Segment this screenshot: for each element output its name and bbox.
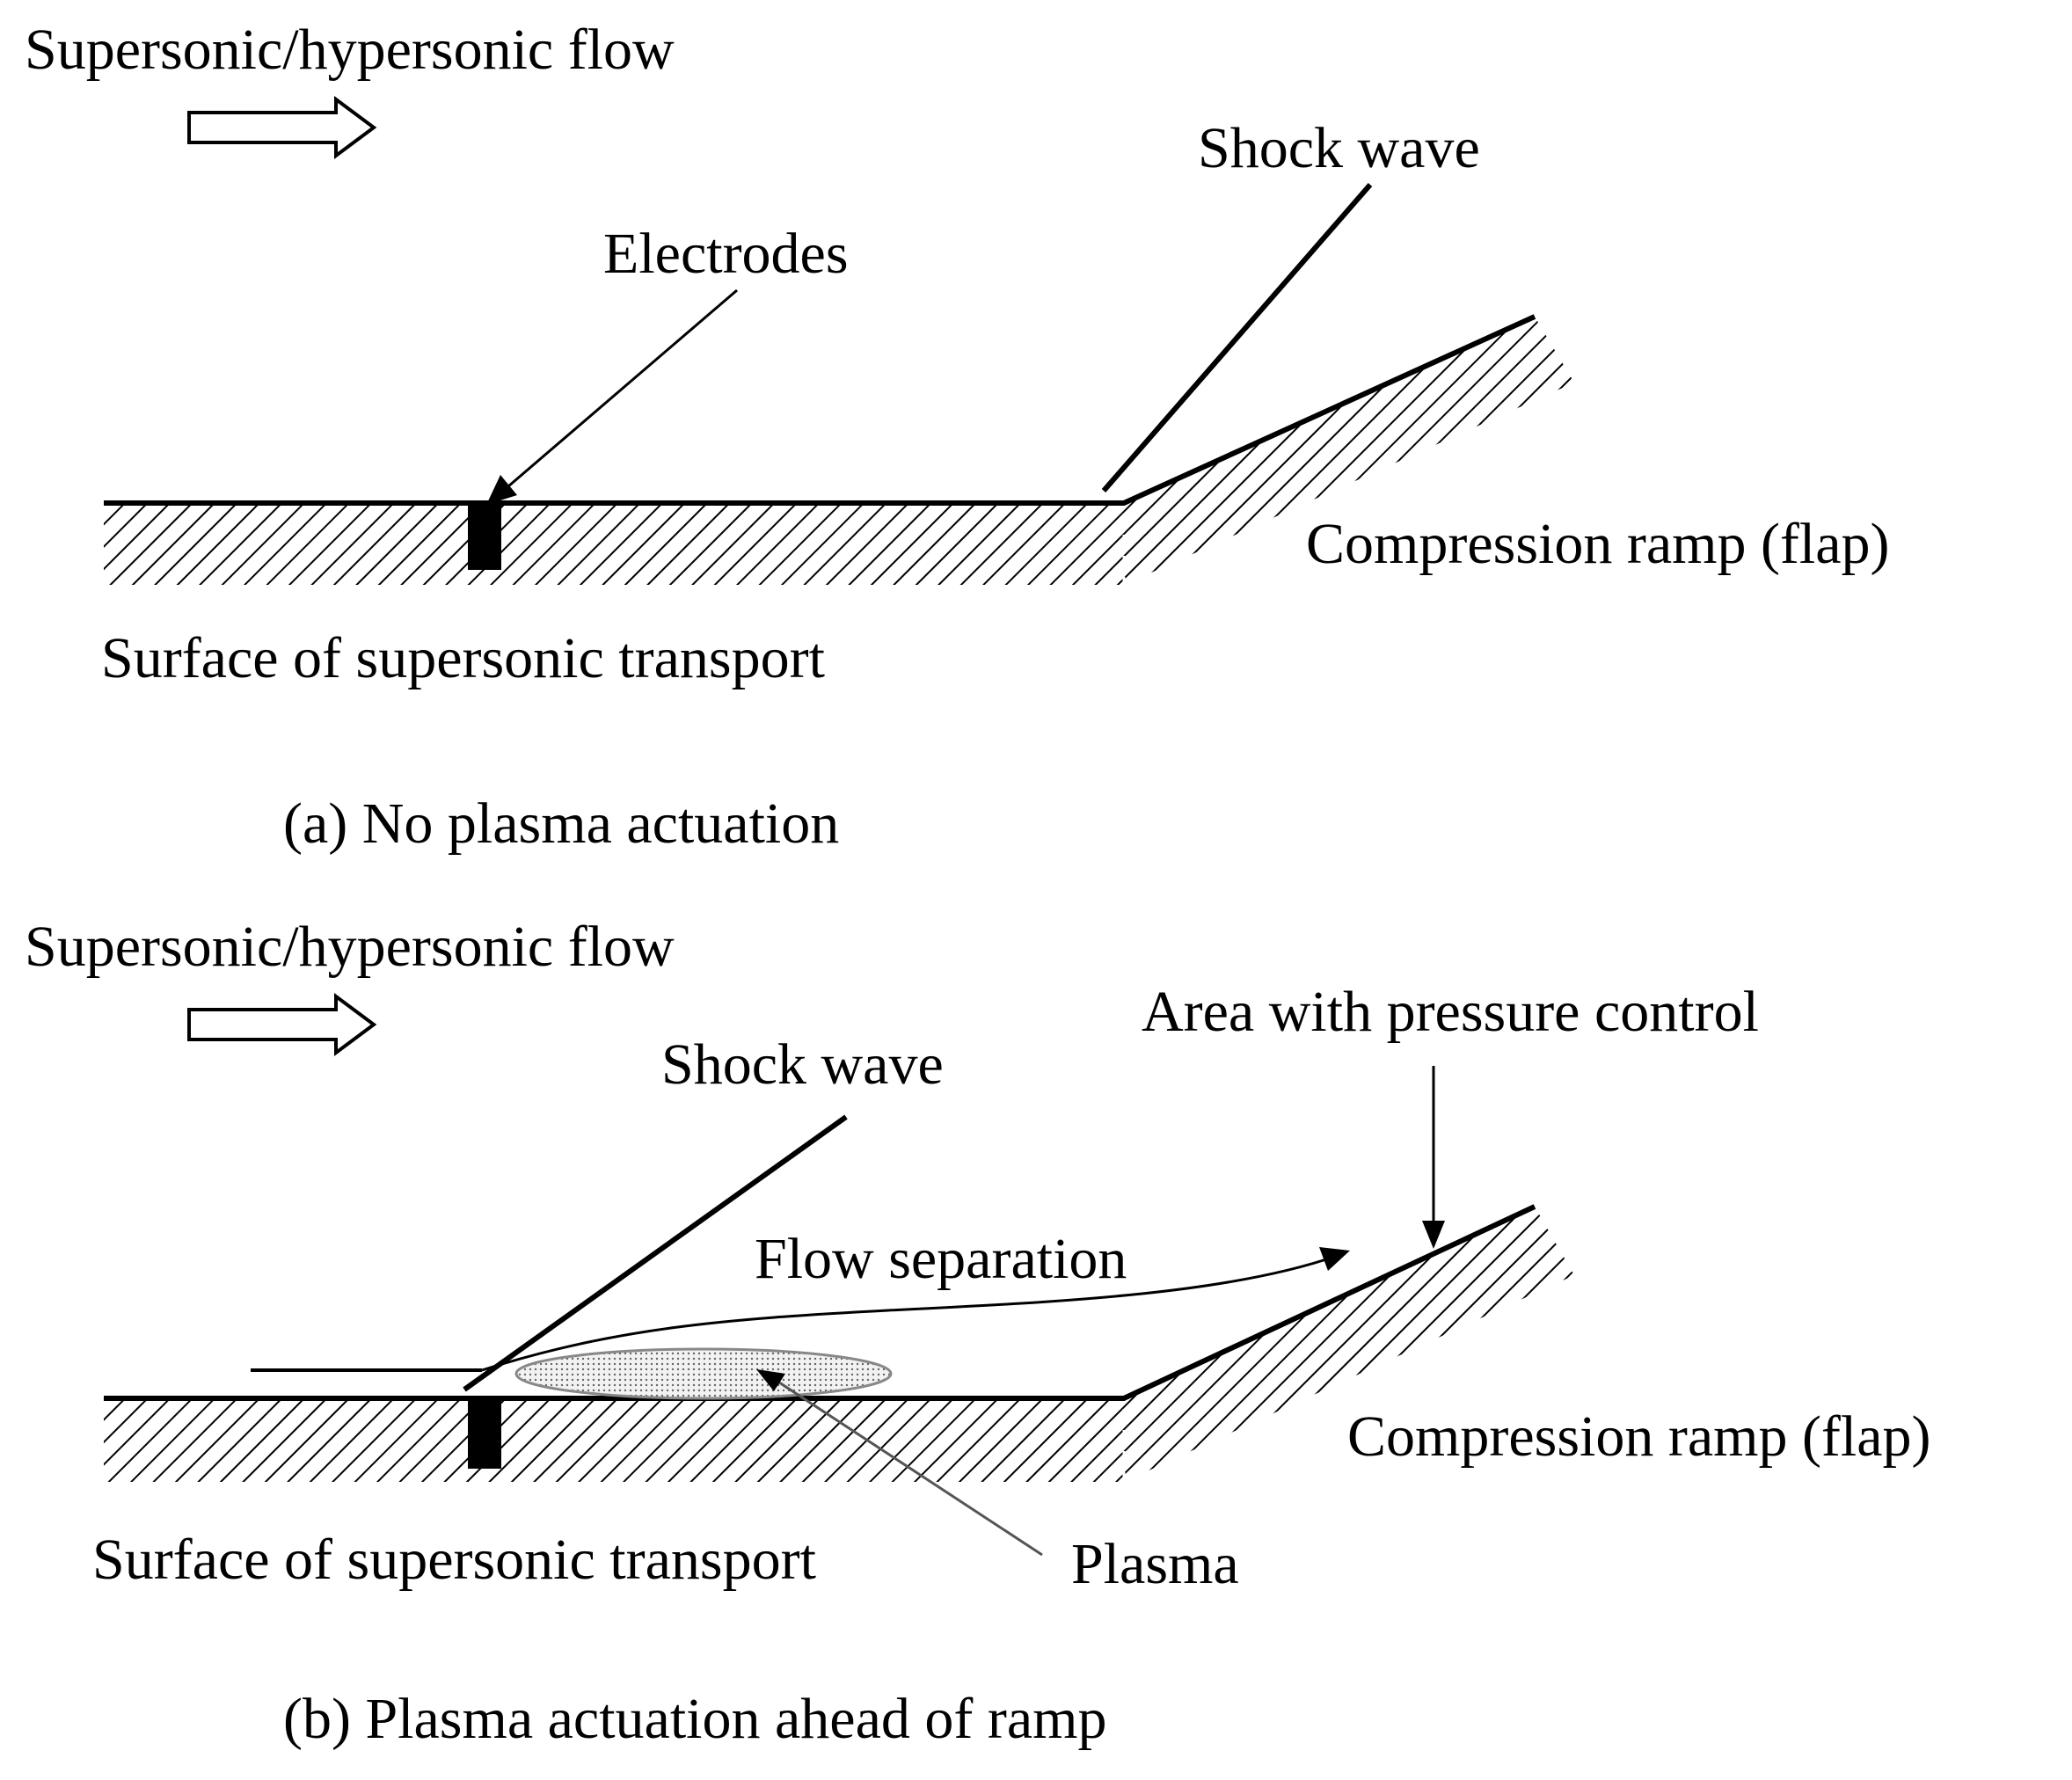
separation-streamline — [481, 1254, 1338, 1372]
separation-label: Flow separation — [755, 1227, 1127, 1291]
plasma-label: Plasma — [1071, 1532, 1239, 1596]
flow-arrow-icon-b — [187, 993, 377, 1056]
flow-arrow-icon-a — [187, 96, 377, 159]
panel-b: Supersonic/hypersonic flow Shock wave Ar… — [25, 915, 1931, 1751]
caption-a: (a) No plasma actuation — [283, 792, 839, 856]
shock-label-b: Shock wave — [661, 1032, 944, 1097]
pressure-arrowhead — [1422, 1221, 1445, 1249]
ramp-hatch-a — [1124, 317, 1574, 585]
electrode-a — [468, 503, 501, 570]
plasma-arrowhead — [756, 1369, 785, 1391]
surface-line-a — [104, 314, 1536, 506]
ramp-label-a: Compression ramp (flap) — [1306, 512, 1890, 576]
ramp-label-b: Compression ramp (flap) — [1347, 1404, 1931, 1469]
plasma-leader — [773, 1377, 1043, 1557]
panel-a: Supersonic/hypersonic flow Electrodes Sh… — [25, 18, 1890, 856]
surface-hatch-b — [104, 1398, 1124, 1482]
ramp-hatch-b — [1124, 1207, 1574, 1482]
electrodes-arrowhead-a — [486, 475, 517, 505]
shock-wave-a — [1101, 183, 1373, 492]
shock-label-a: Shock wave — [1198, 116, 1480, 180]
pressure-label: Area with pressure control — [1142, 980, 1759, 1044]
separation-arrowhead — [1319, 1247, 1350, 1271]
surface-label-a: Surface of supersonic transport — [101, 626, 825, 690]
flow-label-b: Supersonic/hypersonic flow — [25, 915, 675, 979]
surface-label-b: Surface of supersonic transport — [92, 1528, 816, 1592]
surface-line-b — [104, 1204, 1536, 1401]
caption-b: (b) Plasma actuation ahead of ramp — [283, 1687, 1106, 1751]
flow-label-a: Supersonic/hypersonic flow — [25, 18, 675, 82]
electrode-b — [468, 1398, 501, 1469]
electrodes-leader-a — [507, 288, 738, 488]
shock-wave-b — [463, 1114, 848, 1392]
surface-hatch-a — [104, 503, 1124, 585]
plasma-region — [514, 1347, 893, 1400]
electrodes-label-a: Electrodes — [603, 222, 849, 286]
